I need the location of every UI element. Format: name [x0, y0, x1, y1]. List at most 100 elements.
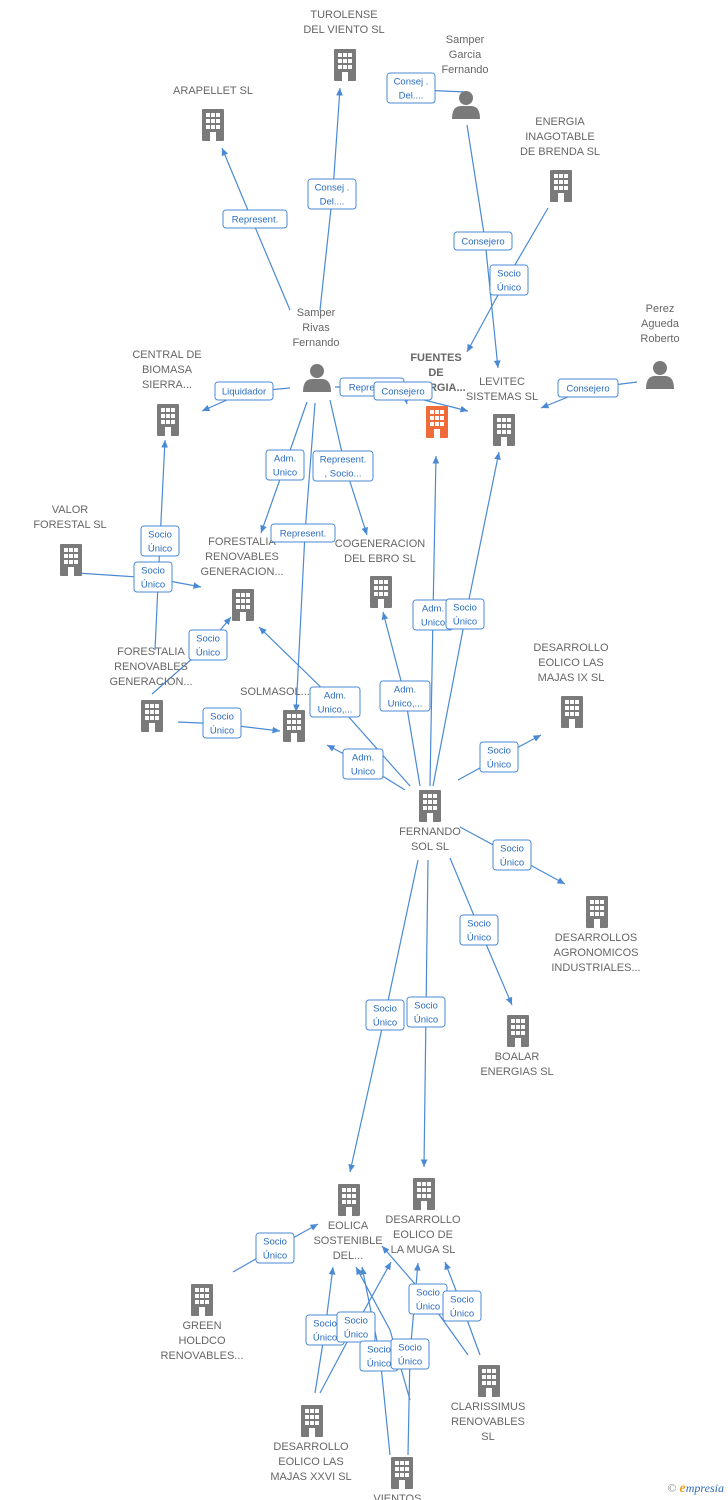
node-label: INAGOTABLE: [525, 131, 594, 143]
company-node-desarrollos-agro[interactable]: DESARROLLOSAGRONOMICOSINDUSTRIALES...: [551, 896, 641, 974]
empresia-watermark[interactable]: ©empresia: [667, 1481, 724, 1497]
node-label: VALOR: [52, 504, 89, 516]
edge-label-text: Unico,...: [318, 705, 353, 716]
edge-label[interactable]: Consejero: [557, 378, 619, 398]
node-label: Fernando: [441, 64, 488, 76]
building-icon: [334, 49, 356, 81]
node-label: Samper: [297, 307, 336, 319]
edge-label[interactable]: Consejero: [373, 381, 433, 401]
node-label: EOLICO LAS: [278, 1456, 343, 1468]
building-icon: [550, 170, 572, 202]
edge-label[interactable]: Adm.Unico: [265, 449, 305, 481]
node-label: ENERGIA: [535, 116, 585, 128]
edge-label-text: Único: [367, 1359, 391, 1370]
edge-label-text: Liquidador: [222, 387, 266, 398]
edge-label-text: Consej .: [315, 183, 350, 194]
edge-label[interactable]: Liquidador: [214, 381, 274, 401]
node-label: GREEN: [182, 1320, 221, 1332]
edge-label[interactable]: Represent., Socio...: [312, 450, 374, 482]
company-node-green-holdco[interactable]: GREENHOLDCORENOVABLES...: [161, 1284, 244, 1362]
node-label: Agueda: [641, 318, 680, 330]
edge-label-text: Socio: [313, 1319, 337, 1330]
copyright-symbol: ©: [667, 1481, 677, 1495]
company-node-central-biomasa[interactable]: CENTRAL DEBIOMASASIERRA...: [132, 349, 202, 436]
edge-label[interactable]: Adm.Unico,...: [379, 680, 431, 712]
node-label: SOL SL: [411, 841, 449, 853]
edge-label-text: Único: [497, 283, 521, 294]
node-label: FORESTALIA: [208, 536, 276, 548]
edge-label-text: Consej .: [394, 77, 429, 88]
edge-label-text: Socio: [263, 1237, 287, 1248]
edge-label-text: Socio: [487, 746, 511, 757]
node-label: SOSTENIBLE: [313, 1235, 382, 1247]
company-node-forestalia-a[interactable]: FORESTALIARENOVABLESGENERACION...: [200, 536, 284, 621]
edge-label-text: Socio: [344, 1316, 368, 1327]
node-label: Roberto: [640, 333, 679, 345]
edge-label[interactable]: Represent.: [270, 523, 336, 543]
node-label: TUROLENSE: [310, 9, 377, 21]
node-label: ENERGIAS SL: [480, 1066, 553, 1078]
building-icon: [60, 544, 82, 576]
node-label: BOALAR: [495, 1051, 540, 1063]
node-label: ARAPELLET SL: [173, 85, 253, 97]
node-label: FORESTALIA: [117, 646, 185, 658]
brand-initial: e: [679, 1481, 686, 1496]
node-label: Perez: [646, 303, 675, 315]
edge-label[interactable]: Represent.: [222, 209, 288, 229]
company-node-arapellet[interactable]: ARAPELLET SL: [173, 85, 253, 141]
edge-label-text: Consejero: [381, 387, 424, 398]
node-label: MAJAS IX SL: [538, 672, 605, 684]
node-label: RENOVABLES: [114, 661, 188, 673]
edge-label-text: Socio: [210, 712, 234, 723]
edge-label-text: Socio: [414, 1001, 438, 1012]
edge-label[interactable]: Consej .Del....: [307, 178, 357, 210]
edge-label-text: Consejero: [461, 237, 504, 248]
edge-label[interactable]: Adm.Unico: [342, 748, 384, 780]
edge-label-text: Socio: [141, 566, 165, 577]
edge-label-text: Único: [453, 617, 477, 628]
edge-label[interactable]: Consej .Del....: [386, 72, 436, 104]
edge-label-text: Socio: [148, 530, 172, 541]
node-label: HOLDCO: [178, 1335, 226, 1347]
company-node-forestalia-b[interactable]: FORESTALIARENOVABLESGENERACION...: [109, 646, 193, 732]
company-node-eolica-sostenible[interactable]: EOLICASOSTENIBLEDEL...: [313, 1184, 383, 1262]
building-icon: [191, 1284, 213, 1316]
company-node-solmasol[interactable]: SOLMASOL...: [240, 686, 310, 742]
edge-label[interactable]: Adm.Unico,...: [309, 686, 361, 718]
node-label: EOLICO LAS: [538, 657, 603, 669]
node-label: CENTRAL DE: [132, 349, 201, 361]
company-node-bottom-partial[interactable]: VIENTOS...: [373, 1457, 431, 1500]
edge-label[interactable]: Consejero: [453, 231, 513, 251]
company-node-boalar[interactable]: BOALAR ENERGIAS SL: [480, 1015, 554, 1078]
edge-label-text: Único: [500, 858, 524, 869]
